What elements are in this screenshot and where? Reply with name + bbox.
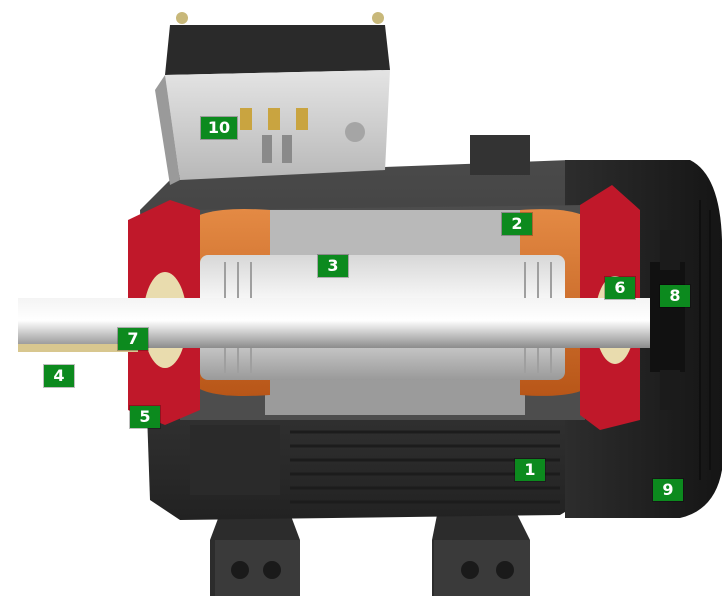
cooling-fan [650, 230, 685, 410]
callout-7: 7 [118, 328, 148, 350]
stator-core [265, 210, 525, 415]
terminal-box [155, 12, 390, 185]
callout-3: 3 [318, 255, 348, 277]
callout-4: 4 [44, 365, 74, 387]
motor-feet [210, 500, 530, 596]
callout-10: 10 [201, 117, 237, 139]
callout-9: 9 [653, 479, 683, 501]
callout-2: 2 [502, 213, 532, 235]
callout-1: 1 [515, 459, 545, 481]
callout-6: 6 [605, 277, 635, 299]
shaft [18, 298, 658, 352]
callout-8: 8 [660, 285, 690, 307]
callout-5: 5 [130, 406, 160, 428]
